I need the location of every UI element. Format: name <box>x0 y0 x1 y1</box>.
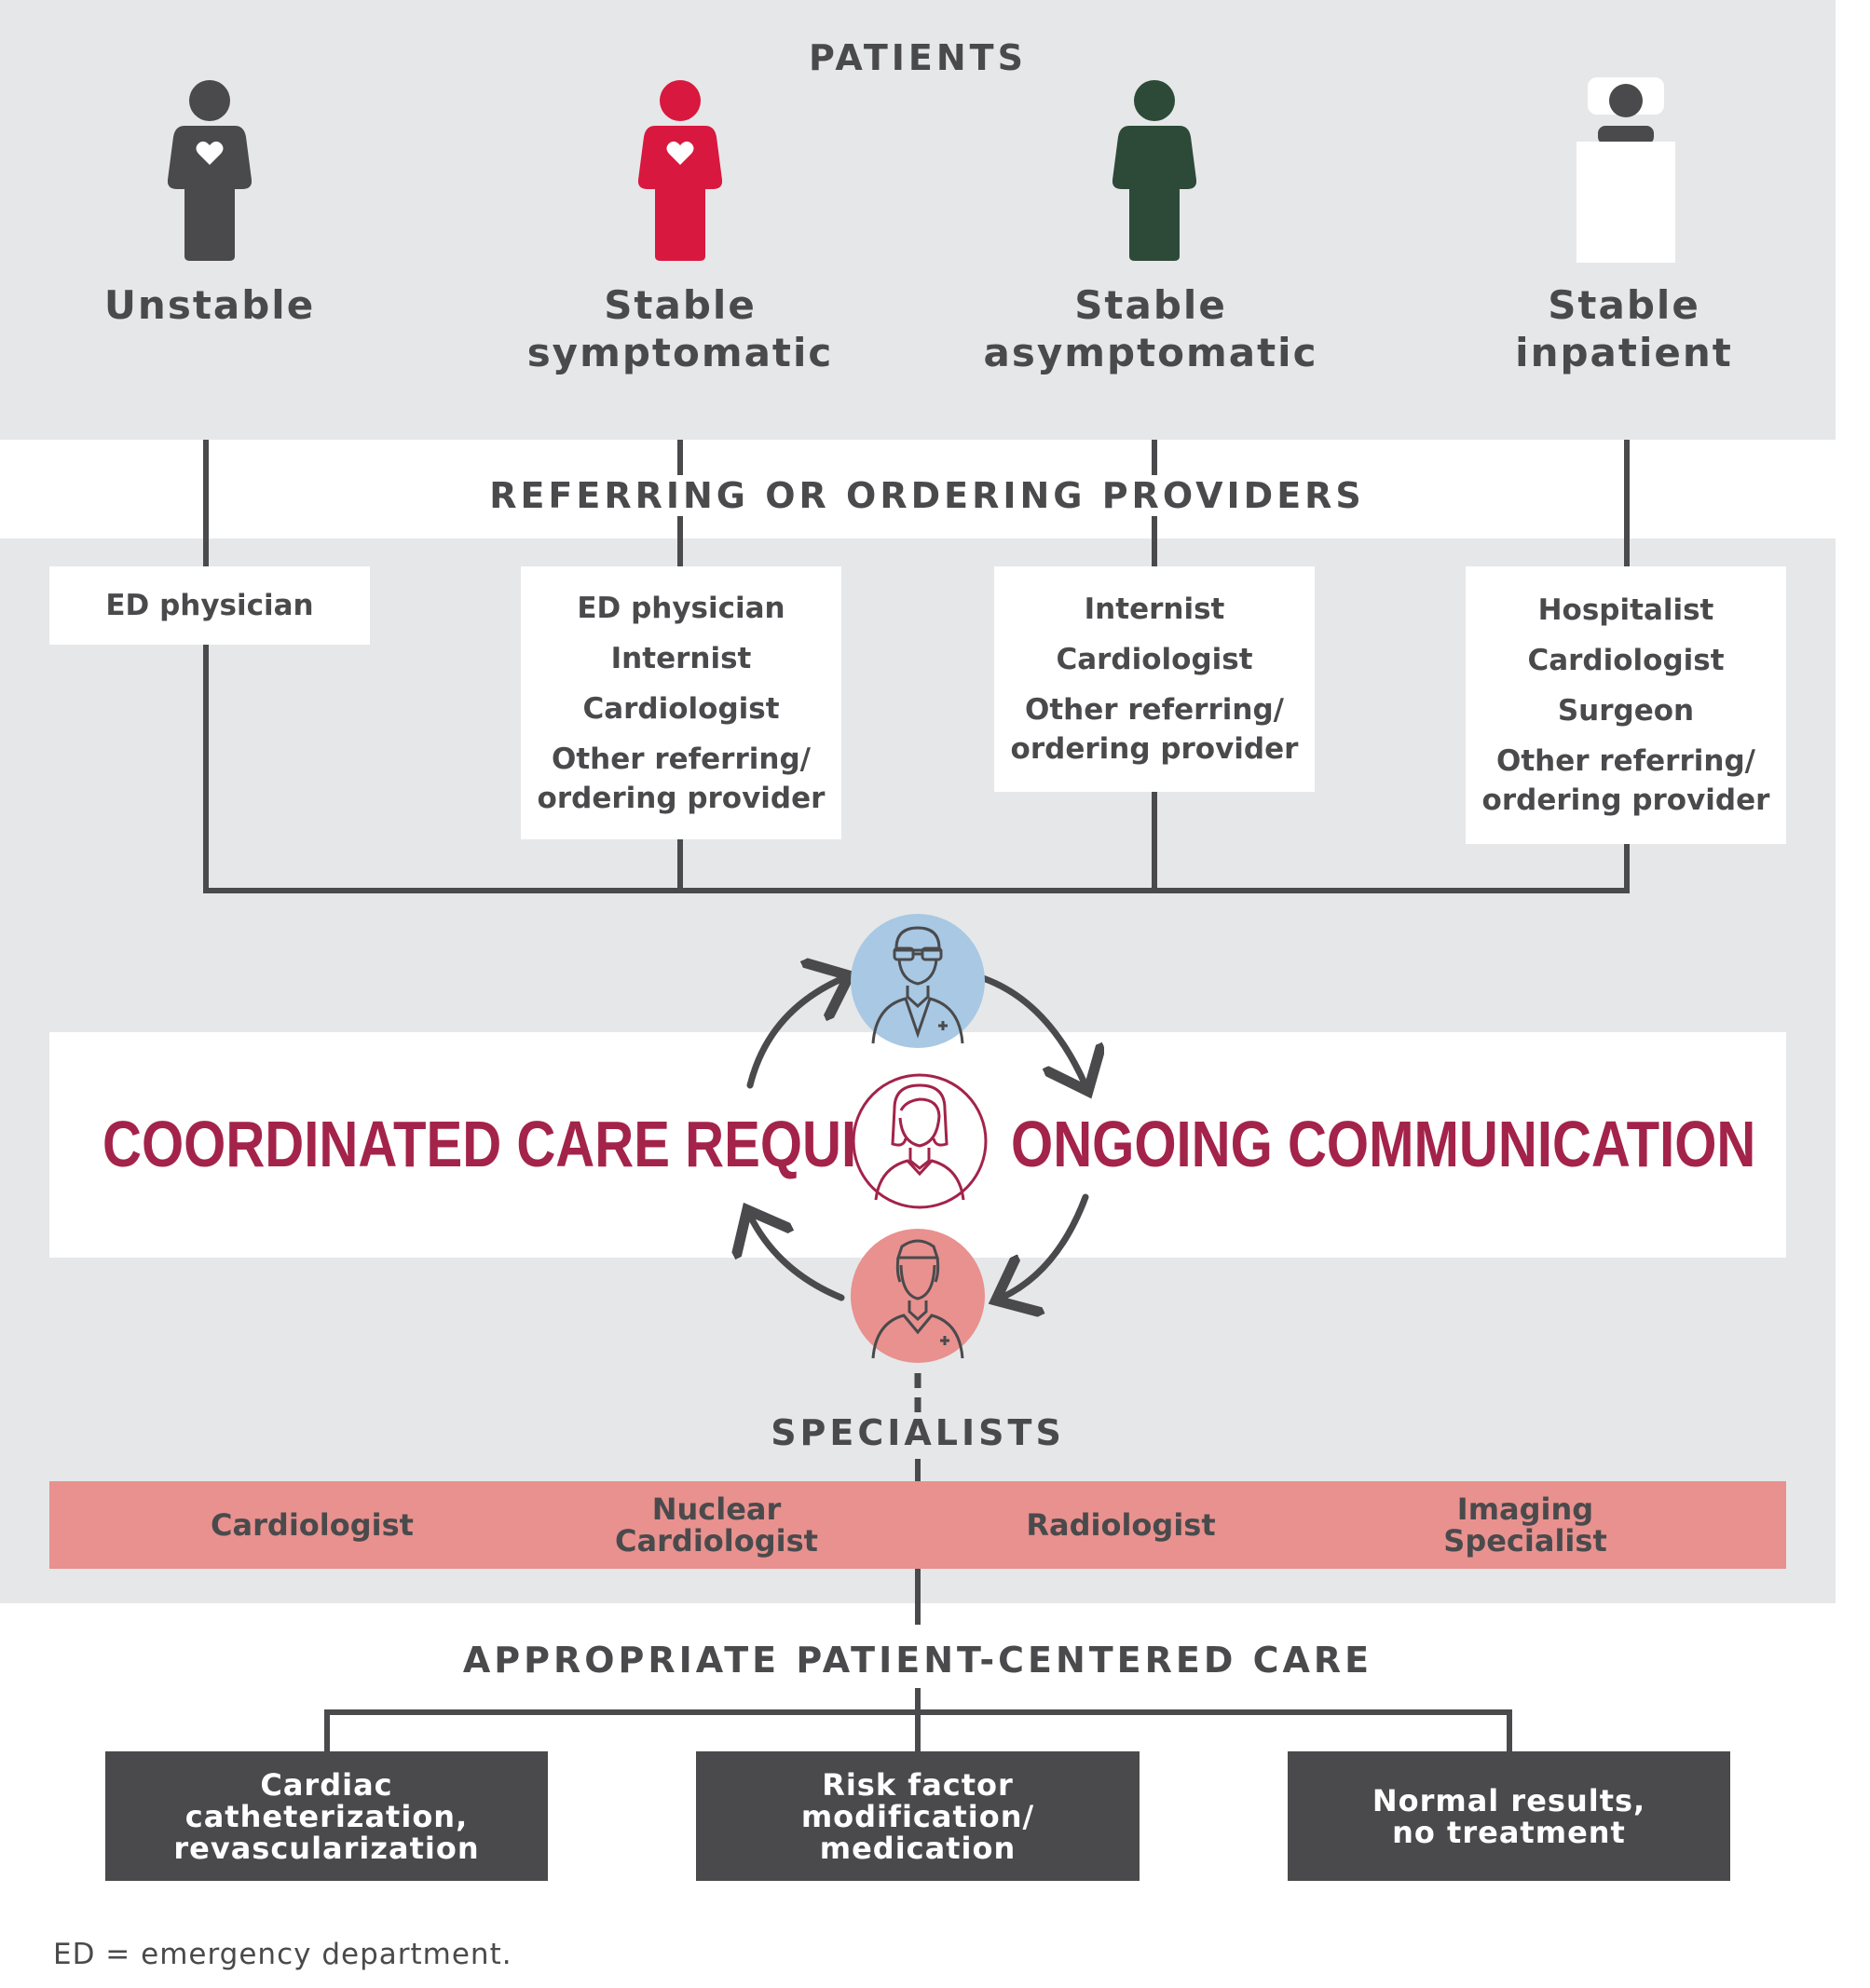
specialist-item: Radiologist <box>1026 1507 1216 1543</box>
nurse-icon <box>851 1229 985 1363</box>
footnote: ED = emergency department. <box>53 1938 512 1971</box>
provider-item: Cardiologist <box>1527 644 1725 677</box>
connector-line <box>915 1459 921 1481</box>
connector-line <box>324 1709 330 1751</box>
stable-asymptomatic-patient-icon <box>1112 80 1196 261</box>
patients-header: PATIENTS <box>809 37 1027 78</box>
outcomes-header: APPROPRIATE PATIENT-CENTERED CARE <box>462 1640 1373 1681</box>
unstable-patient-icon <box>168 80 252 261</box>
connector-line <box>915 1688 921 1751</box>
connector-line <box>203 440 209 893</box>
specialist-item: Imaging Specialist <box>1443 1491 1607 1559</box>
patient-icon <box>852 1073 988 1209</box>
provider-box-unstable: ED physician <box>49 566 370 645</box>
provider-item: Other referring/ ordering provider <box>537 742 826 815</box>
provider-item: Internist <box>610 641 752 675</box>
specialists-header: SPECIALISTS <box>771 1412 1065 1453</box>
provider-item: ED physician <box>577 591 785 625</box>
connector-line <box>915 1569 921 1625</box>
provider-item: ED physician <box>105 589 314 622</box>
specialist-item: Nuclear Cardiologist <box>615 1491 818 1559</box>
specialists-bar <box>49 1481 1786 1569</box>
provider-item: Hospitalist <box>1537 593 1714 627</box>
outcome-box: Normal results, no treatment <box>1288 1751 1730 1881</box>
provider-item: Surgeon <box>1557 694 1695 728</box>
providers-header: REFERRING OR ORDERING PROVIDERS <box>452 475 1402 516</box>
provider-item: Cardiologist <box>1056 643 1253 676</box>
provider-item: Other referring/ ordering provider <box>1010 693 1299 766</box>
stable-inpatient-bed-icon <box>1577 77 1675 263</box>
patient-type-unstable: Unstable <box>103 282 316 328</box>
coordinated-care-text: COORDINATED CARE REQUIRES <box>102 1108 968 1180</box>
patient-type-stable-asymptomatic: Stable asymptomatic <box>983 282 1318 375</box>
patients-panel <box>0 0 1836 440</box>
dashed-connector <box>914 1373 921 1420</box>
provider-box-stable-asymptomatic: Internist Cardiologist Other referring/ … <box>994 566 1315 792</box>
provider-box-stable-inpatient: Hospitalist Cardiologist Surgeon Other r… <box>1466 566 1786 844</box>
communication-cycle-diagram <box>731 908 1104 1374</box>
connector-line <box>1507 1709 1512 1751</box>
outcome-box: Cardiac catheterization, revascularizati… <box>105 1751 548 1881</box>
provider-item: Internist <box>1084 592 1225 626</box>
provider-item: Other referring/ ordering provider <box>1481 744 1770 817</box>
stable-symptomatic-patient-icon <box>638 80 722 261</box>
patient-type-stable-inpatient: Stable inpatient <box>1515 282 1733 375</box>
doctor-icon <box>851 914 985 1048</box>
provider-item: Cardiologist <box>582 691 780 726</box>
connector-line <box>203 888 1630 893</box>
ongoing-communication-text: ONGOING COMMUNICATION <box>1011 1108 1756 1180</box>
specialist-item: Cardiologist <box>211 1507 414 1543</box>
patient-type-stable-symptomatic: Stable symptomatic <box>526 282 834 375</box>
provider-box-stable-symptomatic: ED physician Internist Cardiologist Othe… <box>521 566 841 839</box>
outcome-box: Risk factor modification/ medication <box>696 1751 1140 1881</box>
